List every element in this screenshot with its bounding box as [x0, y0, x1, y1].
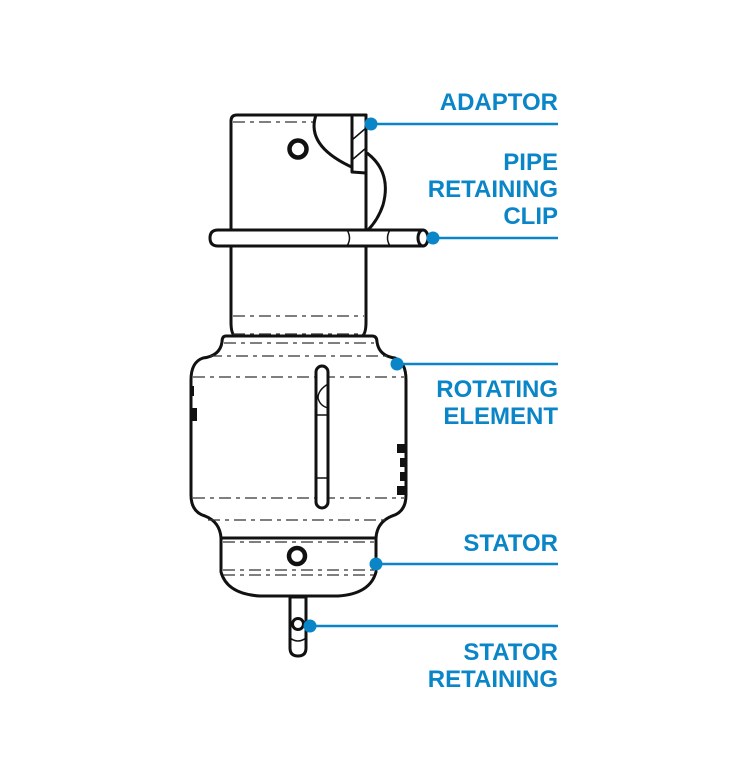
pipe-retaining-clip	[208, 228, 430, 248]
label-stator-retaining-2: RETAINING	[428, 666, 558, 693]
label-pipe: PIPE	[503, 149, 558, 176]
leader-stator-retaining	[303, 619, 558, 633]
stator-hole	[286, 545, 308, 567]
label-clip: CLIP	[503, 203, 558, 230]
leader-rotating-element	[390, 357, 558, 371]
rotating-slot	[314, 364, 330, 510]
label-rotating: ROTATING	[436, 376, 558, 403]
adaptor	[229, 113, 387, 338]
leader-pipe-retaining-clip	[426, 231, 558, 245]
rotating-element	[189, 334, 408, 540]
stator-retaining-pin	[288, 595, 308, 658]
label-retaining: RETAINING	[428, 176, 558, 203]
label-adaptor: ADAPTOR	[440, 89, 558, 116]
stator	[219, 536, 378, 598]
leader-stator	[369, 557, 558, 571]
label-element: ELEMENT	[443, 403, 558, 430]
adaptor-hole	[287, 138, 309, 160]
leader-adaptor	[364, 117, 558, 131]
label-stator-retaining-1: STATOR	[463, 639, 558, 666]
label-stator: STATOR	[463, 530, 558, 557]
